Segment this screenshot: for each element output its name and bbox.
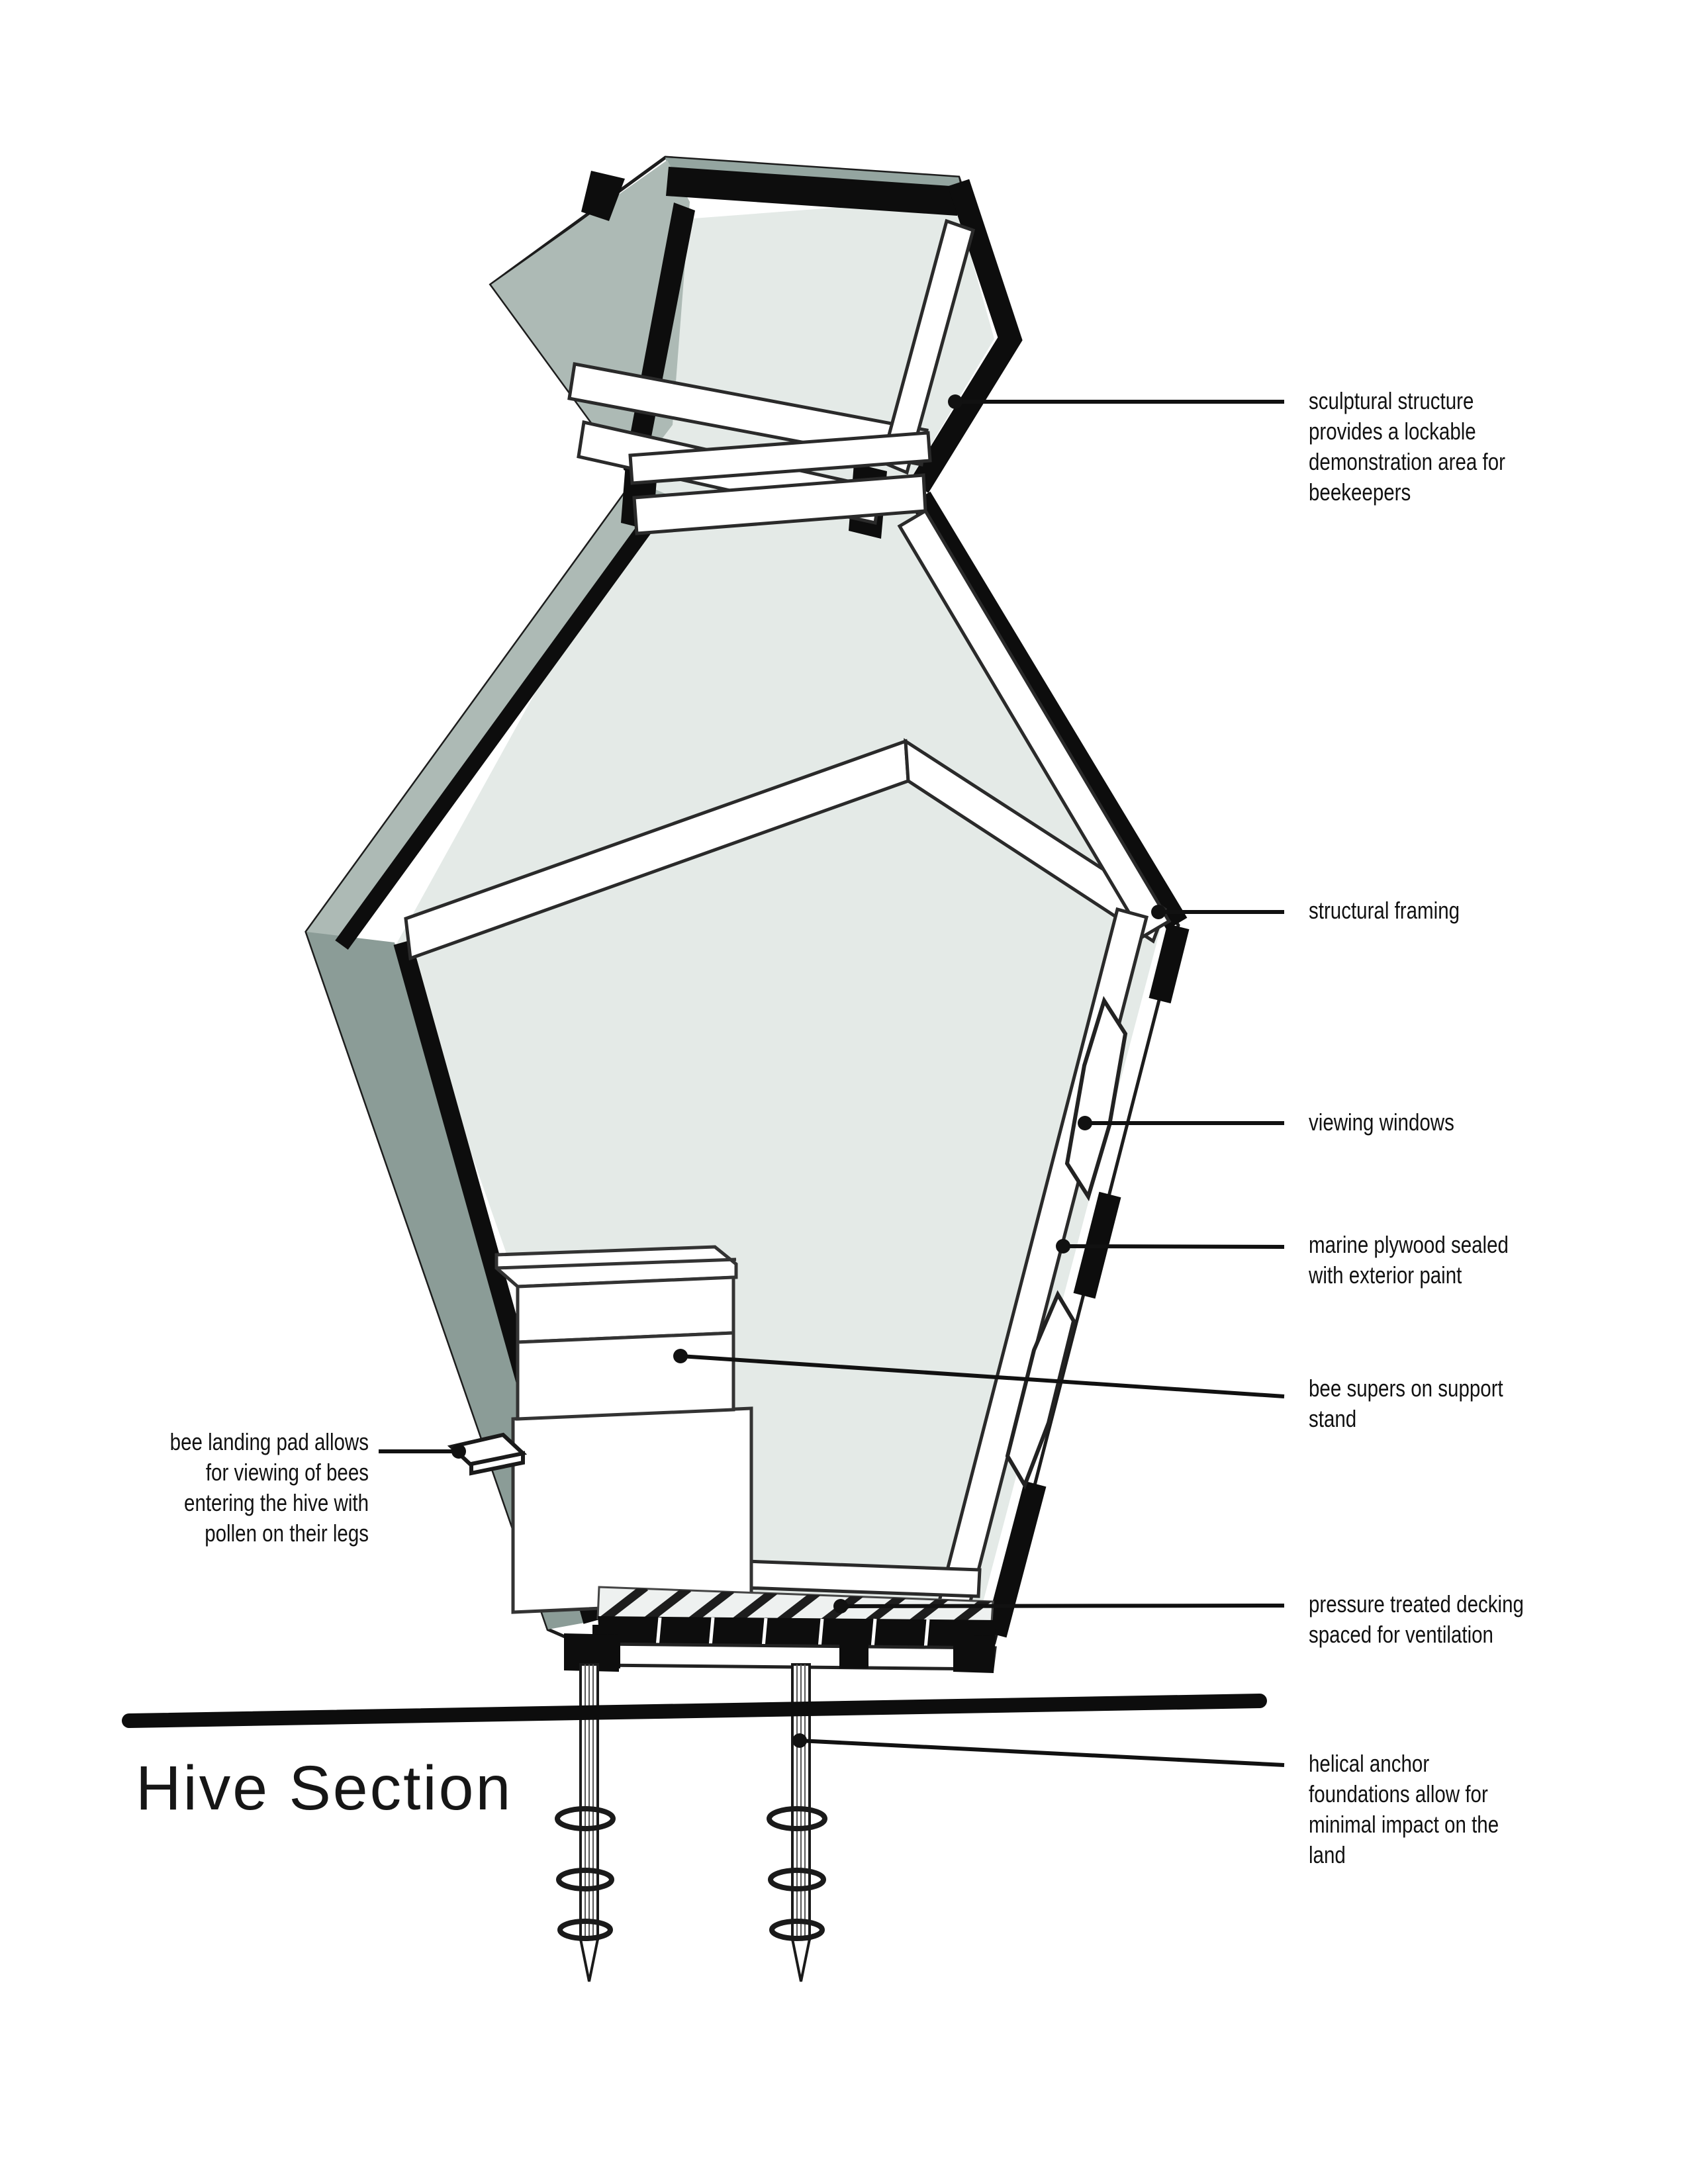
label-marine-plywood: marine plywood sealed with exterior pain…	[1309, 1230, 1509, 1291]
anchor-coils-right	[767, 1806, 827, 1941]
callout-structural-framing	[1151, 905, 1284, 919]
right-shoulder-edge	[910, 491, 1188, 931]
label-line: provides a lockable	[1309, 418, 1476, 445]
landing-pad-lip	[469, 1451, 525, 1476]
callout-leaders	[379, 394, 1285, 1767]
label-pressure-decking: pressure treated decking spaced for vent…	[1309, 1589, 1524, 1650]
deck-edge-band	[598, 1616, 996, 1648]
label-bee-supers: bee supers on support stand	[1309, 1373, 1503, 1434]
bee-super-2	[516, 1331, 735, 1421]
left-shoulder-inner-band	[335, 498, 670, 950]
label-line: minimal impact on the	[1309, 1811, 1499, 1838]
viewing-windows	[1005, 995, 1128, 1490]
label-bee-landing-pad: bee landing pad allows for viewing of be…	[152, 1427, 369, 1549]
body-left-shoulder-face	[306, 480, 669, 944]
neck-band-upper	[628, 431, 932, 485]
deck-assembly	[564, 1586, 997, 1673]
label-line: sculptural structure	[1309, 387, 1474, 414]
deck-foot-left	[564, 1633, 619, 1672]
callout-marine-plywood	[1056, 1239, 1285, 1253]
label-line: demonstration area for	[1309, 448, 1506, 475]
label-line: bee landing pad allows	[169, 1428, 369, 1455]
label-line: beekeepers	[1309, 478, 1411, 506]
label-line: viewing windows	[1309, 1109, 1454, 1136]
callout-sculptural-structure	[948, 394, 1284, 409]
label-helical-anchor: helical anchor foundations allow for min…	[1309, 1749, 1499, 1870]
ground-line	[122, 1694, 1267, 1728]
callout-pressure-decking	[833, 1599, 1285, 1614]
bee-supers-stack	[494, 1245, 753, 1614]
deck-foot-right	[953, 1635, 996, 1673]
deck-board-gaps	[655, 1617, 930, 1649]
support-stand	[511, 1406, 753, 1614]
label-structural-framing: structural framing	[1309, 895, 1460, 926]
label-line: foundations allow for	[1309, 1780, 1488, 1807]
label-line: marine plywood sealed	[1309, 1231, 1509, 1258]
label-line: helical anchor	[1309, 1750, 1430, 1777]
callout-viewing-windows	[1078, 1116, 1284, 1130]
head-right-edge	[909, 179, 1023, 493]
bee-super-1	[516, 1275, 735, 1344]
label-viewing-windows: viewing windows	[1309, 1107, 1454, 1138]
label-line: pressure treated decking	[1309, 1590, 1524, 1617]
bee-landing-pad	[447, 1432, 528, 1476]
head-top-band	[666, 167, 960, 216]
label-line: pollen on their legs	[205, 1520, 369, 1547]
viewing-window-upper	[1064, 995, 1128, 1202]
label-line: land	[1309, 1841, 1346, 1868]
label-line: with exterior paint	[1309, 1261, 1462, 1289]
page-title: Hive Section	[136, 1753, 513, 1823]
viewing-window-lower	[1005, 1290, 1076, 1490]
anchor-tip-right	[790, 1938, 812, 1982]
anchor-coils-left	[555, 1806, 616, 1941]
label-line: for viewing of bees	[205, 1459, 369, 1486]
label-line: entering the hive with	[184, 1489, 369, 1516]
head-right-inner-frame	[880, 218, 976, 475]
anchor-tip-left	[579, 1938, 600, 1982]
head-left-corner-joint	[581, 171, 625, 221]
label-line: spaced for ventilation	[1309, 1621, 1493, 1648]
label-sculptural-structure: sculptural structure provides a lockable…	[1309, 386, 1505, 508]
callout-bee-landing-pad	[379, 1444, 466, 1459]
label-line: bee supers on support	[1309, 1375, 1503, 1402]
callout-bee-supers	[673, 1349, 1285, 1398]
callout-helical-anchor	[792, 1733, 1285, 1767]
label-line: structural framing	[1309, 897, 1460, 924]
body-strut-right	[904, 738, 1168, 944]
deck-post-right	[839, 1625, 868, 1668]
label-line: stand	[1309, 1405, 1357, 1432]
